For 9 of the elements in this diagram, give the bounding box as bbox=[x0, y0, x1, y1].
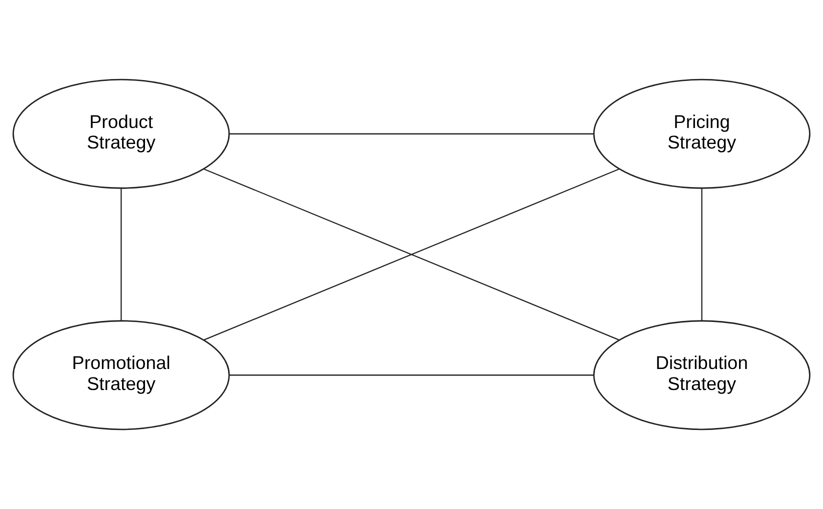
connector bbox=[701, 188, 702, 321]
connector bbox=[120, 188, 122, 321]
connector bbox=[229, 133, 594, 134]
connector bbox=[229, 374, 594, 376]
node-ellipse: Promotional Strategy bbox=[12, 320, 230, 430]
node-ellipse: Pricing Strategy bbox=[593, 78, 810, 189]
connector bbox=[204, 168, 620, 340]
node-ellipse: Distribution Strategy bbox=[593, 320, 810, 430]
node-ellipse: Product Strategy bbox=[12, 78, 230, 189]
